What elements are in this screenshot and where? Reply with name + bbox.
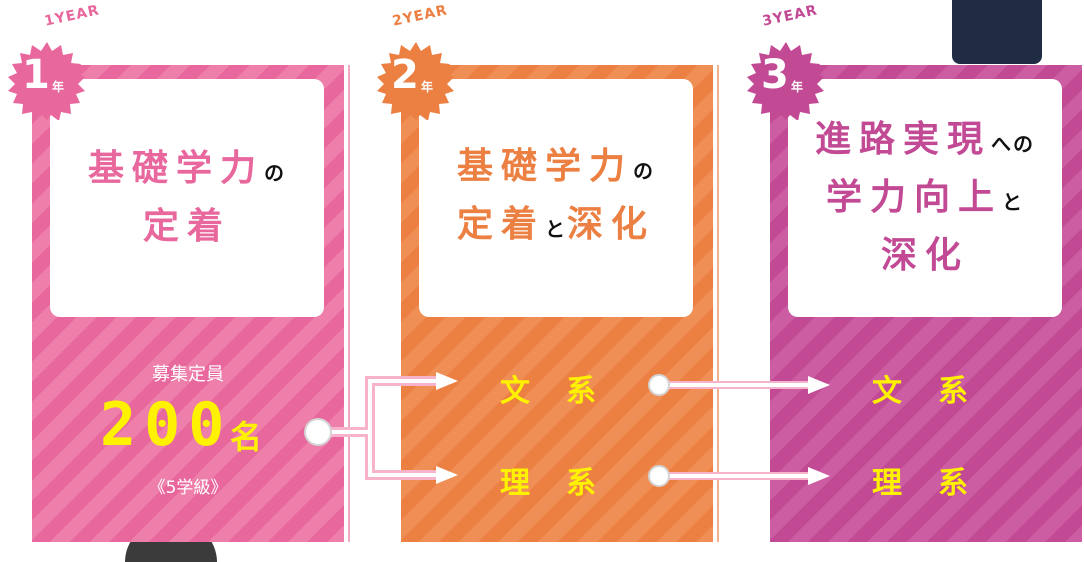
year2-heading-card: 基礎学力の 定着と深化 (419, 79, 693, 317)
year2-to-year3-top-arrow (648, 374, 830, 396)
quota-label: 募集定員 (152, 364, 224, 385)
year3-heading-line1: 進路実現への (815, 113, 1035, 171)
year2-heading-sub-b: 深化 (567, 204, 656, 245)
year1-heading-line1: 基礎学力の (88, 142, 286, 200)
year3-heading-main: 進路実現 (814, 119, 991, 160)
year1-branch-connector (304, 372, 458, 484)
year1-badge-number: 1 (22, 52, 50, 98)
year2-heading-line1: 基礎学力の (457, 140, 655, 198)
year3-column: 進路実現への 学力向上と 深化 (770, 65, 1082, 542)
year1-heading-particle: の (264, 161, 286, 185)
year3-badge-number: 3 (761, 52, 789, 98)
year1-heading-sub: 定着 (142, 206, 231, 247)
badge-starburst-icon (747, 42, 824, 120)
year2-to-year3-bottom-arrow (648, 465, 830, 487)
year3-heading-sub: 学力向上 (825, 177, 1002, 218)
year1-column-edge (348, 65, 350, 542)
year3-heading-particle2: と (1002, 190, 1024, 214)
year2-column: 基礎学力の 定着と深化 (401, 65, 719, 542)
flow-connectors (304, 372, 830, 487)
year2-column-edge (717, 65, 719, 542)
year1-heading-line2: 定着 (143, 200, 231, 254)
class-count: 《5学級》 (148, 478, 228, 498)
year1-badge-unit: 年 (52, 80, 65, 94)
year1-heading-main: 基礎学力 (87, 148, 264, 189)
year3-heading-particle: への (991, 132, 1035, 156)
year2-heading-main: 基礎学力 (456, 146, 633, 187)
year2-heading-line2: 定着と深化 (457, 198, 655, 256)
year3-heading-line3: 深化 (881, 229, 969, 283)
quota-unit: 名 (230, 418, 263, 456)
year3-heading-line2: 学力向上と (826, 171, 1024, 229)
year2-heading-particle: の (633, 159, 655, 183)
year3-badge-unit: 年 (791, 80, 804, 94)
quota-number: 200 (100, 390, 233, 460)
year1-badge: 1 年 (8, 42, 86, 120)
photo-fragment-top (952, 0, 1042, 64)
year3-heading-sub2: 深化 (880, 235, 969, 276)
year2-badge-unit: 年 (421, 80, 434, 94)
badge-starburst-icon (377, 42, 454, 120)
year2-course-humanities: 文系 (500, 374, 632, 409)
year3-course-humanities: 文系 (872, 374, 1004, 409)
year2-badge: 2 年 (377, 42, 455, 120)
year2-heading-particle2: と (545, 217, 567, 241)
year3-badge: 3 年 (747, 42, 825, 120)
year1-column: 基礎学力の 定着 (32, 65, 350, 542)
year2-badge-number: 2 (391, 52, 419, 98)
year3-course-science: 理系 (872, 466, 1004, 501)
year2-course-science: 理系 (500, 466, 632, 501)
year2-heading-sub-a: 定着 (456, 204, 545, 245)
badge-starburst-icon (8, 42, 85, 120)
year3-heading-card: 進路実現への 学力向上と 深化 (788, 79, 1062, 317)
year1-heading-card: 基礎学力の 定着 (50, 79, 324, 317)
